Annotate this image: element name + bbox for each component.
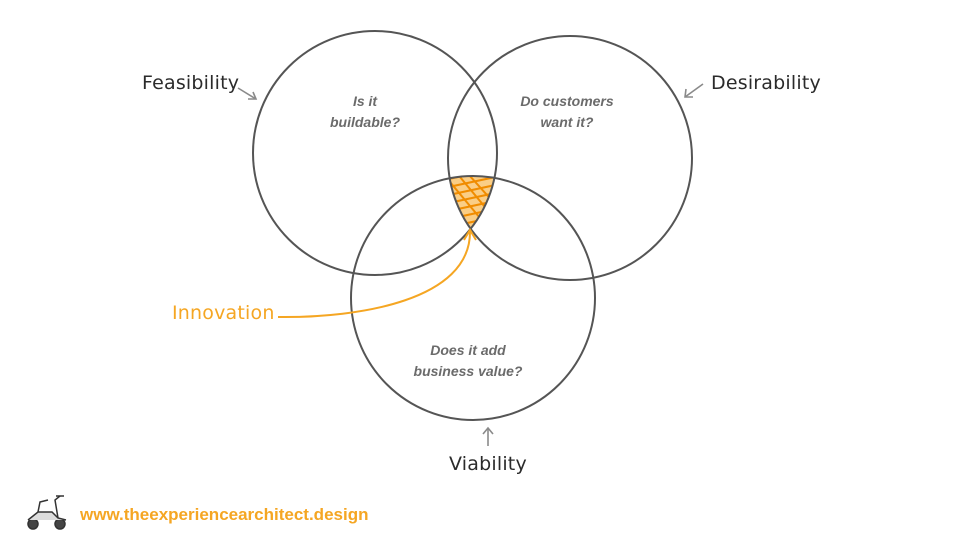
viability-circle <box>350 175 596 421</box>
feasibility-question-line: buildable? <box>330 114 400 130</box>
desirability-arrow <box>684 83 704 98</box>
desirability-question-line: Do customers <box>520 93 614 109</box>
viability-question-line: business value? <box>413 363 523 379</box>
viability-question: Does it add business value? <box>393 340 543 382</box>
desirability-circle <box>447 35 693 281</box>
feasibility-circle <box>252 30 498 276</box>
viability-arrow <box>482 426 494 446</box>
feasibility-question: Is it buildable? <box>300 91 430 133</box>
desirability-question-line: want it? <box>540 114 594 130</box>
innovation-arrow <box>277 228 477 319</box>
feasibility-label: Feasibility <box>142 72 240 94</box>
scooter-icon <box>27 495 67 530</box>
feasibility-question-line: Is it <box>352 93 378 109</box>
innovation-label: Innovation <box>172 302 275 324</box>
desirability-question: Do customers want it? <box>502 91 632 133</box>
website-url[interactable]: www.theexperiencearchitect.design <box>80 505 369 524</box>
desirability-label: Desirability <box>711 72 821 94</box>
viability-label: Viability <box>449 453 527 475</box>
viability-question-line: Does it add <box>430 342 506 358</box>
feasibility-arrow <box>237 87 258 100</box>
